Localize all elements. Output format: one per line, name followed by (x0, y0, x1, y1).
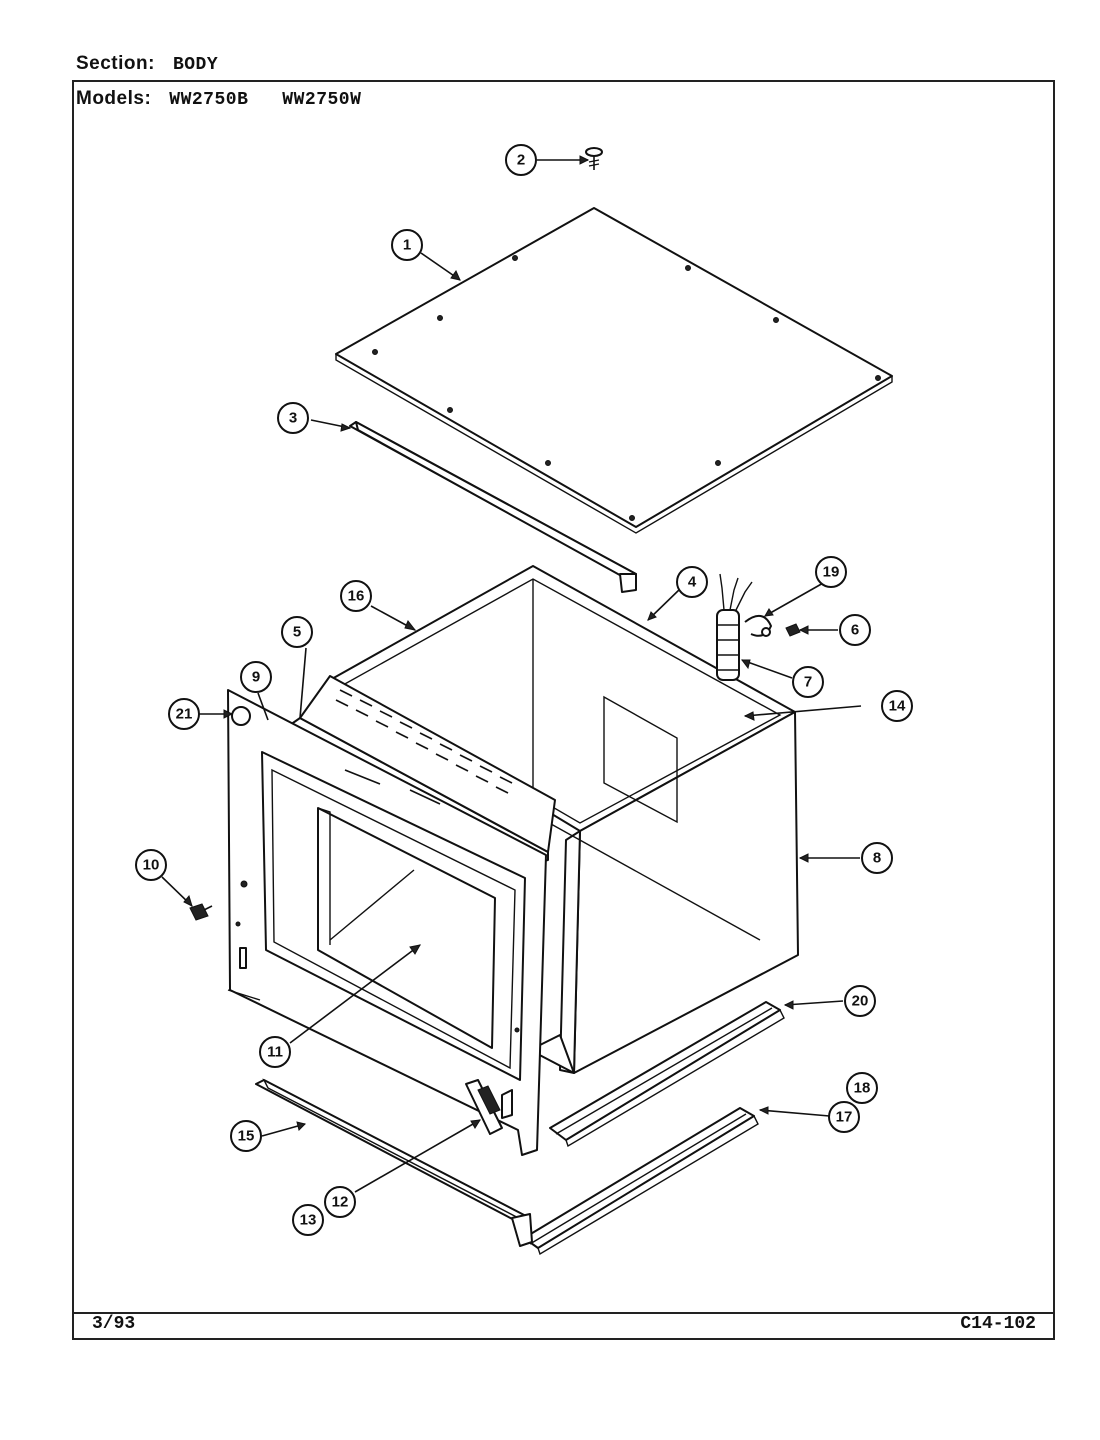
part-screw-side (189, 903, 213, 921)
footer-date: 3/93 (92, 1314, 136, 1334)
part-top-panel (335, 207, 893, 534)
callout-circle (881, 690, 913, 722)
callout-14: 14 (881, 690, 913, 722)
callout-circle (292, 1204, 324, 1236)
callout-circle (391, 229, 423, 261)
callout-label: 3 (289, 410, 297, 427)
callout-circle (861, 842, 893, 874)
callout-label: 9 (252, 669, 260, 686)
footer-code: C14-102 (960, 1314, 1036, 1334)
callout-9: 9 (240, 661, 272, 693)
callout-circle (277, 402, 309, 434)
callout-circle (846, 1072, 878, 1104)
callout-label: 12 (332, 1194, 349, 1211)
callout-2: 2 (505, 144, 537, 176)
callout-circle (135, 849, 167, 881)
callout-label: 17 (836, 1109, 853, 1126)
callout-label: 1 (403, 237, 411, 254)
callout-circle (676, 566, 708, 598)
callout-circle (281, 616, 313, 648)
part-wire-harness (716, 573, 801, 681)
callout-circle (324, 1186, 356, 1218)
part-hinge (465, 1079, 503, 1135)
section-value: BODY (172, 55, 219, 75)
callout-10: 10 (135, 849, 167, 881)
callout-3: 3 (277, 402, 309, 434)
callout-11: 11 (259, 1036, 291, 1068)
callout-circle (168, 698, 200, 730)
callout-label: 21 (176, 706, 193, 723)
callout-label: 8 (873, 850, 881, 867)
models-header: Models: WW2750B WW2750W (76, 88, 361, 110)
callout-15: 15 (230, 1120, 262, 1152)
callout-label: 10 (143, 857, 160, 874)
callout-12: 12 (324, 1186, 356, 1218)
callout-20: 20 (844, 985, 876, 1017)
callout-circle (792, 666, 824, 698)
callout-17: 17 (828, 1101, 860, 1133)
callout-label: 4 (688, 574, 697, 591)
part-front-frame (227, 689, 547, 1156)
callout-6: 6 (839, 614, 871, 646)
callout-label: 11 (267, 1044, 283, 1061)
callout-16: 16 (340, 580, 372, 612)
callout-circle (240, 661, 272, 693)
part-top-rail (349, 421, 637, 593)
callout-circle (828, 1101, 860, 1133)
callout-label: 6 (851, 622, 859, 639)
callout-circle (259, 1036, 291, 1068)
callout-label: 18 (854, 1080, 871, 1097)
callout-21: 21 (168, 698, 200, 730)
section-label: Section: (76, 53, 155, 74)
callout-19: 19 (815, 556, 847, 588)
callout-label: 5 (293, 624, 301, 641)
part-rail-right-lower (523, 1107, 759, 1256)
callout-label: 2 (517, 152, 525, 169)
part-screw-top (585, 147, 603, 170)
callout-18: 18 (846, 1072, 878, 1104)
callout-label: 13 (300, 1212, 317, 1229)
callout-7: 7 (792, 666, 824, 698)
callout-13: 13 (292, 1204, 324, 1236)
callout-label: 14 (889, 698, 906, 715)
callout-label: 7 (804, 674, 812, 691)
callout-label: 15 (238, 1128, 255, 1145)
callout-5: 5 (281, 616, 313, 648)
callout-circle (815, 556, 847, 588)
part-rail-right-upper (549, 1001, 785, 1148)
models-value: WW2750B WW2750W (169, 90, 362, 110)
footer-divider (72, 1312, 1055, 1314)
callout-label: 20 (852, 993, 869, 1010)
callout-circle (844, 985, 876, 1017)
section-header: Section: BODY (76, 53, 218, 75)
leader-arrowheads (183, 155, 809, 1131)
callout-1: 1 (391, 229, 423, 261)
callout-4: 4 (676, 566, 708, 598)
models-label: Models: (76, 88, 152, 109)
callout-circle (505, 144, 537, 176)
callout-label: 19 (823, 564, 840, 581)
vent-slots (335, 689, 513, 794)
diagram-frame (72, 80, 1055, 1340)
part-rail-left (255, 1078, 533, 1247)
callout-circle (839, 614, 871, 646)
callout-circle (230, 1120, 262, 1152)
callout-8: 8 (861, 842, 893, 874)
callout-circle (340, 580, 372, 612)
callout-label: 16 (348, 588, 365, 605)
